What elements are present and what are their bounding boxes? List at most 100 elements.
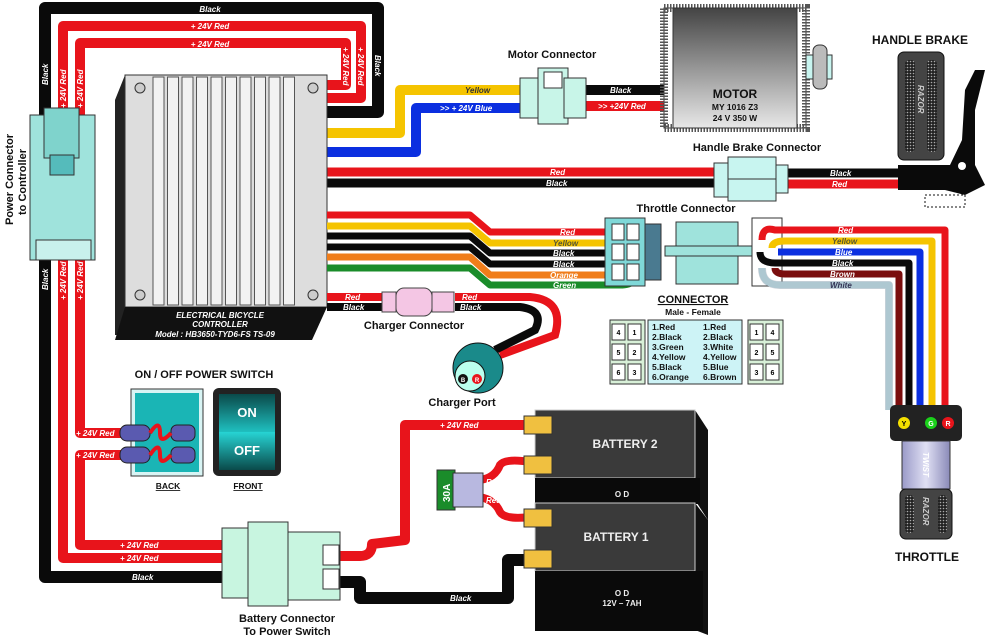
battery-connector-center <box>247 521 289 607</box>
motor-connector[interactable] <box>519 67 587 125</box>
red-wire-battery2 <box>340 420 530 561</box>
switch-back-label: BACK <box>156 481 181 491</box>
handle-brake[interactable] <box>897 51 985 208</box>
charger-pin-r <box>472 374 482 384</box>
throttle-grip-texture <box>905 495 914 533</box>
wire-label-red-right-1: + 24V Red <box>356 47 365 87</box>
heatsink-fin <box>167 76 179 306</box>
female-pin-number: 3 <box>755 370 759 377</box>
battery1-negative-terminal[interactable] <box>523 549 553 569</box>
male-pin-box <box>627 363 642 381</box>
charger-connector-body <box>395 287 433 317</box>
charger-pin-b-label: B <box>461 378 466 384</box>
charger-connector-left <box>381 291 397 313</box>
wire-label-charger-red: Red <box>345 293 361 302</box>
male-pin-box <box>627 343 642 361</box>
female-pin-box <box>765 343 780 361</box>
wire-label-battery-black-bottom: Black <box>450 594 472 603</box>
wire-label-brake-red: Red <box>550 168 566 177</box>
throttle-led-red <box>942 417 954 429</box>
handle-brake-connector-label: Handle Brake Connector <box>693 142 822 154</box>
battery2-label: BATTERY 2 <box>592 437 657 451</box>
throttle-connector[interactable] <box>604 217 783 287</box>
battery-connector[interactable] <box>221 521 341 607</box>
brake-wires <box>325 167 900 189</box>
yellow-wire-motor <box>325 85 522 138</box>
motor <box>660 4 833 132</box>
throttle-wire-labels-left: Red Yellow Black Black Orange Green <box>550 228 579 290</box>
wire-label-switch-red-1: + 24V Red <box>76 429 116 438</box>
wire-label-black-top: Black <box>199 5 221 14</box>
brake-grip-texture-2 <box>927 60 937 152</box>
heatsink-fin <box>152 76 165 306</box>
switch-on-half[interactable] <box>219 394 275 432</box>
wire-label-red-left-2: + 24V Red <box>76 68 85 108</box>
battery-connector-socket <box>322 568 340 590</box>
throttle-grip-texture <box>938 495 947 533</box>
pin <box>626 263 640 281</box>
blue-wire-throttle-right <box>778 248 924 410</box>
charger-port[interactable] <box>452 342 504 394</box>
throttle[interactable] <box>890 405 962 540</box>
battery-2 <box>534 409 708 520</box>
female-pin-box <box>749 323 764 341</box>
battery1-positive-terminal[interactable] <box>523 508 553 528</box>
battery2-negative-terminal[interactable] <box>523 455 553 475</box>
power-loop-wires <box>39 2 384 118</box>
wire-label-black-left: Black <box>41 63 50 85</box>
fuse-wire-bottom <box>479 493 531 522</box>
motor-connector-right <box>563 77 587 119</box>
wire-label-throttle-green: Green <box>553 281 576 290</box>
fuse-label: 30A <box>442 484 453 502</box>
brake-grip-texture-1 <box>905 60 915 152</box>
handle-brake-connector[interactable] <box>713 156 789 202</box>
handle-brake-label: HANDLE BRAKE <box>872 33 968 47</box>
controller-screw <box>134 289 146 301</box>
motor-connector-label: Motor Connector <box>508 49 597 61</box>
battery-spec: 12V – 7AH <box>602 599 641 608</box>
red-wire-to-switch-2 <box>75 450 228 550</box>
wire-label-blue: >> + 24V Blue <box>440 104 493 113</box>
connector-table-subtitle: Male - Female <box>665 307 721 317</box>
white-wire-throttle-right <box>758 267 893 410</box>
battery-terminals[interactable] <box>523 415 553 569</box>
female-pin-box <box>765 363 780 381</box>
switch-off-label: OFF <box>234 443 260 458</box>
battery2-front <box>535 478 700 504</box>
male-pin-number: 1 <box>633 330 637 337</box>
switch-off-half[interactable] <box>219 432 275 470</box>
female-pin-row: 6.Brown <box>703 372 737 382</box>
battery2-brand: O D <box>615 490 629 499</box>
blue-wire-motor <box>325 103 522 157</box>
wire-label-throttle-black-2: Black <box>553 260 575 269</box>
motor-wires <box>325 85 672 157</box>
power-switch-front[interactable] <box>213 388 281 476</box>
red-wire-top-1 <box>58 21 366 110</box>
charger-connector[interactable] <box>381 287 455 317</box>
pin <box>626 243 640 261</box>
wire-label-throttle-orange: Orange <box>550 271 579 280</box>
power-connector[interactable] <box>29 107 96 261</box>
throttle-led-green <box>925 417 937 429</box>
lower-left-wires <box>39 240 228 583</box>
female-pin-box <box>749 343 764 361</box>
heatsink-fin <box>239 76 252 306</box>
wire-label-yellow: Yellow <box>465 86 491 95</box>
battery2-positive-terminal[interactable] <box>523 415 553 435</box>
throttle-led-label-y: Y <box>902 421 907 428</box>
jumper-wire <box>148 423 173 441</box>
fuse[interactable] <box>436 469 484 511</box>
power-connector-label-1: Power Connector <box>4 133 16 225</box>
throttle-led-label-g: G <box>928 421 934 428</box>
controller-screw <box>134 82 146 94</box>
battery-connector-socket <box>322 544 340 566</box>
female-pin-box <box>749 363 764 381</box>
male-pin-row: 2.Black <box>652 332 682 342</box>
male-pin-box <box>611 363 626 381</box>
wire-label-charger-red-right: Red <box>462 293 478 302</box>
spade-terminal <box>119 424 151 442</box>
throttle-connector-key <box>664 245 756 257</box>
motor-rating: 24 V 350 W <box>713 113 758 123</box>
wire-label-brake-black-right: Black <box>830 169 852 178</box>
red-wire-throttle-right <box>758 225 949 410</box>
